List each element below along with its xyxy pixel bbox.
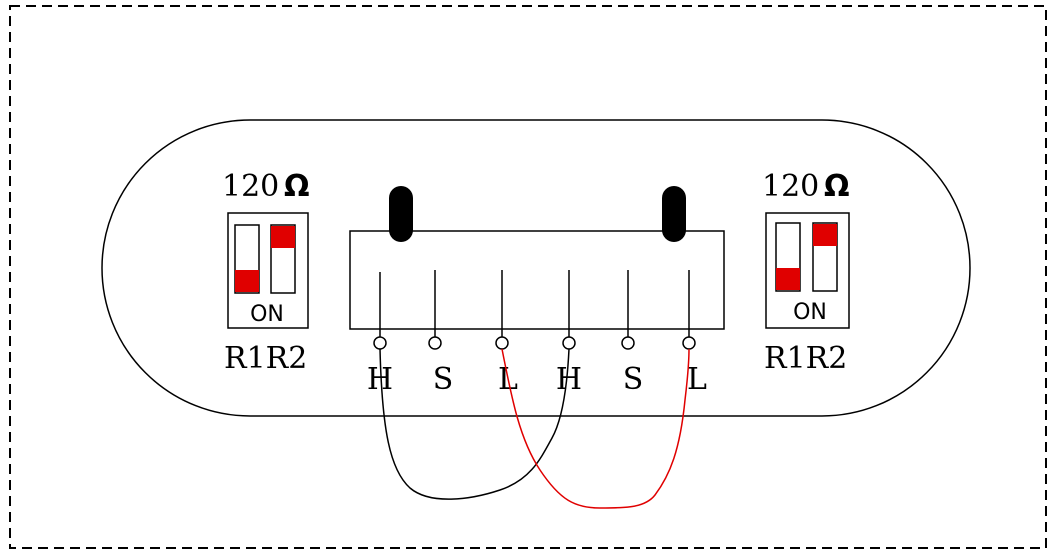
right-ohm-symbol: Ω (824, 169, 850, 204)
left-ohm-symbol: Ω (284, 169, 310, 204)
terminal-s1-screw[interactable] (428, 336, 442, 350)
left-switch-r1-lever[interactable] (235, 270, 259, 292)
wire-h-jumper[interactable] (379, 348, 570, 500)
terminal-l2[interactable]: L (682, 270, 707, 397)
left-switch-r2-lever[interactable] (271, 226, 295, 248)
terminal-s1-label: S (433, 362, 454, 397)
terminal-s2[interactable]: S (621, 270, 644, 397)
terminal-s1[interactable]: S (428, 270, 454, 397)
left-switch-on-label: ON (250, 302, 284, 327)
terminal-s2-screw[interactable] (621, 336, 635, 350)
right-switch-on-label: ON (793, 300, 827, 325)
device-enclosure (101, 119, 971, 417)
right-switch-r1-lever[interactable] (776, 268, 800, 290)
terminal-h2[interactable]: H (556, 270, 582, 397)
terminal-h2-label: H (556, 362, 582, 397)
right-switch-channel-label: R1R2 (764, 341, 847, 376)
left-switch-channel-label: R1R2 (224, 341, 307, 376)
terminal-l1-screw[interactable] (495, 336, 509, 350)
left-termination-switch[interactable]: 120 Ω ON R1R2 (222, 169, 310, 376)
terminal-block-body (349, 230, 725, 330)
terminal-l2-label: L (687, 362, 707, 397)
left-mounting-tab (389, 186, 413, 242)
left-resistance-value: 120 (222, 169, 279, 204)
right-termination-switch[interactable]: 120 Ω ON R1R2 (762, 169, 850, 376)
terminal-l2-screw[interactable] (682, 336, 696, 350)
wire-l-jumper[interactable] (501, 348, 690, 509)
right-mounting-tab (662, 186, 686, 242)
dashed-border (9, 5, 1047, 549)
right-resistance-value: 120 (762, 169, 819, 204)
terminal-h2-screw[interactable] (562, 336, 576, 350)
terminal-block (349, 186, 725, 330)
right-switch-r2-lever[interactable] (813, 224, 837, 246)
terminal-s2-label: S (623, 362, 644, 397)
terminal-h1-screw[interactable] (373, 336, 387, 350)
